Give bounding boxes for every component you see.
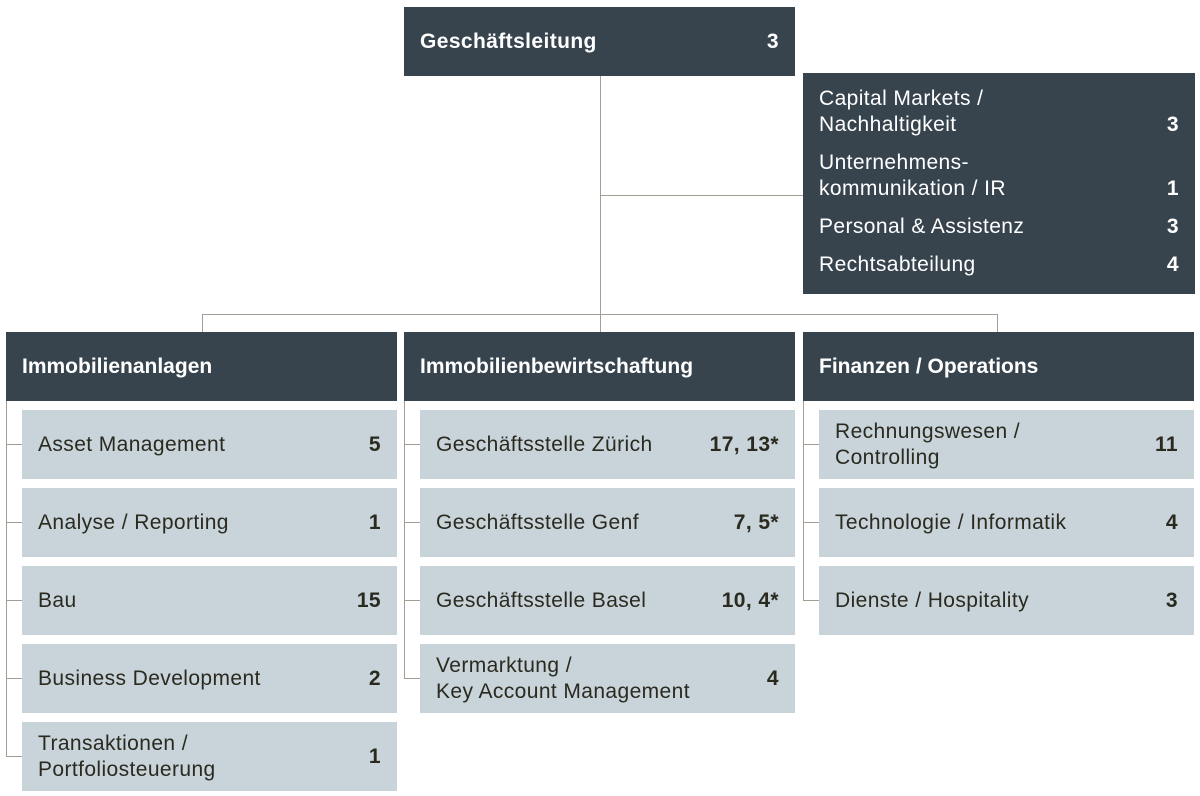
unit-item: Vermarktung / Key Account Management 4 xyxy=(420,644,795,713)
staff-item: Rechtsabteilung 4 xyxy=(803,252,1195,278)
staff-item-label: Rechtsabteilung xyxy=(819,253,976,276)
tree-line xyxy=(803,401,804,600)
column-header: Immobilienbewirtschaftung xyxy=(404,332,795,401)
unit-label: Rechnungswesen / Controlling xyxy=(835,419,1021,469)
unit-item: Business Development 2 xyxy=(22,644,397,713)
staff-item-label: Unternehmens- kommunikation / IR xyxy=(819,151,1006,200)
tree-tick xyxy=(404,678,420,679)
unit-count: 1 xyxy=(368,744,381,768)
unit-count: 4 xyxy=(766,666,779,690)
top-node: Geschäftsleitung 3 xyxy=(404,7,795,76)
staff-item-label: Personal & Assistenz xyxy=(819,215,1025,238)
unit-count: 3 xyxy=(1165,588,1178,612)
unit-label: Geschäftsstelle Basel xyxy=(436,588,647,612)
staff-item-count: 1 xyxy=(1166,177,1179,200)
connector-line xyxy=(600,195,803,196)
connector-line xyxy=(600,76,601,332)
unit-label: Dienste / Hospitality xyxy=(835,588,1029,612)
column-header: Immobilienanlagen xyxy=(6,332,397,401)
tree-tick xyxy=(803,522,819,523)
staff-item: Personal & Assistenz 3 xyxy=(803,214,1195,240)
unit-item: Dienste / Hospitality 3 xyxy=(819,566,1194,635)
unit-count: 2 xyxy=(368,666,381,690)
unit-label: Asset Management xyxy=(38,432,226,456)
unit-count: 11 xyxy=(1155,432,1178,456)
tree-tick xyxy=(6,444,22,445)
tree-tick xyxy=(803,600,819,601)
unit-count: 7, 5* xyxy=(733,510,779,534)
connector-line xyxy=(202,314,998,315)
unit-item: Analyse / Reporting 1 xyxy=(22,488,397,557)
unit-item: Asset Management 5 xyxy=(22,410,397,479)
tree-line xyxy=(6,401,7,756)
tree-tick xyxy=(803,444,819,445)
unit-label: Transaktionen / Portfoliosteuerung xyxy=(38,731,216,781)
unit-item: Transaktionen / Portfoliosteuerung 1 xyxy=(22,722,397,791)
tree-tick xyxy=(6,678,22,679)
connector-line xyxy=(202,314,203,332)
staff-item: Capital Markets / Nachhaltigkeit 3 xyxy=(803,86,1195,138)
unit-count: 4 xyxy=(1165,510,1178,534)
unit-count: 5 xyxy=(368,432,381,456)
staff-item-count: 4 xyxy=(1166,253,1179,276)
column-header: Finanzen / Operations xyxy=(803,332,1194,401)
top-node-label: Geschäftsleitung xyxy=(420,29,597,53)
staff-item-count: 3 xyxy=(1166,113,1179,136)
unit-label: Analyse / Reporting xyxy=(38,510,229,534)
top-node-count: 3 xyxy=(766,29,779,53)
unit-count: 15 xyxy=(356,588,381,612)
staff-item: Unternehmens- kommunikation / IR 1 xyxy=(803,150,1195,202)
unit-item: Geschäftsstelle Basel 10, 4* xyxy=(420,566,795,635)
unit-label: Vermarktung / Key Account Management xyxy=(436,653,690,703)
tree-line xyxy=(404,401,405,678)
unit-item: Geschäftsstelle Zürich 17, 13* xyxy=(420,410,795,479)
unit-item: Bau 15 xyxy=(22,566,397,635)
unit-item: Technologie / Informatik 4 xyxy=(819,488,1194,557)
tree-tick xyxy=(404,522,420,523)
unit-label: Geschäftsstelle Genf xyxy=(436,510,639,534)
staff-item-count: 3 xyxy=(1166,215,1179,238)
staff-item-label: Capital Markets / Nachhaltigkeit xyxy=(819,87,984,136)
unit-count: 10, 4* xyxy=(721,588,779,612)
unit-label: Geschäftsstelle Zürich xyxy=(436,432,653,456)
connector-line xyxy=(997,314,998,332)
tree-tick xyxy=(6,600,22,601)
unit-item: Geschäftsstelle Genf 7, 5* xyxy=(420,488,795,557)
tree-tick xyxy=(6,756,22,757)
unit-count: 17, 13* xyxy=(709,432,779,456)
unit-label: Technologie / Informatik xyxy=(835,510,1067,534)
tree-tick xyxy=(404,600,420,601)
unit-count: 1 xyxy=(368,510,381,534)
unit-label: Business Development xyxy=(38,666,261,690)
tree-tick xyxy=(6,522,22,523)
unit-label: Bau xyxy=(38,588,77,612)
unit-item: Rechnungswesen / Controlling 11 xyxy=(819,410,1194,479)
tree-tick xyxy=(404,444,420,445)
